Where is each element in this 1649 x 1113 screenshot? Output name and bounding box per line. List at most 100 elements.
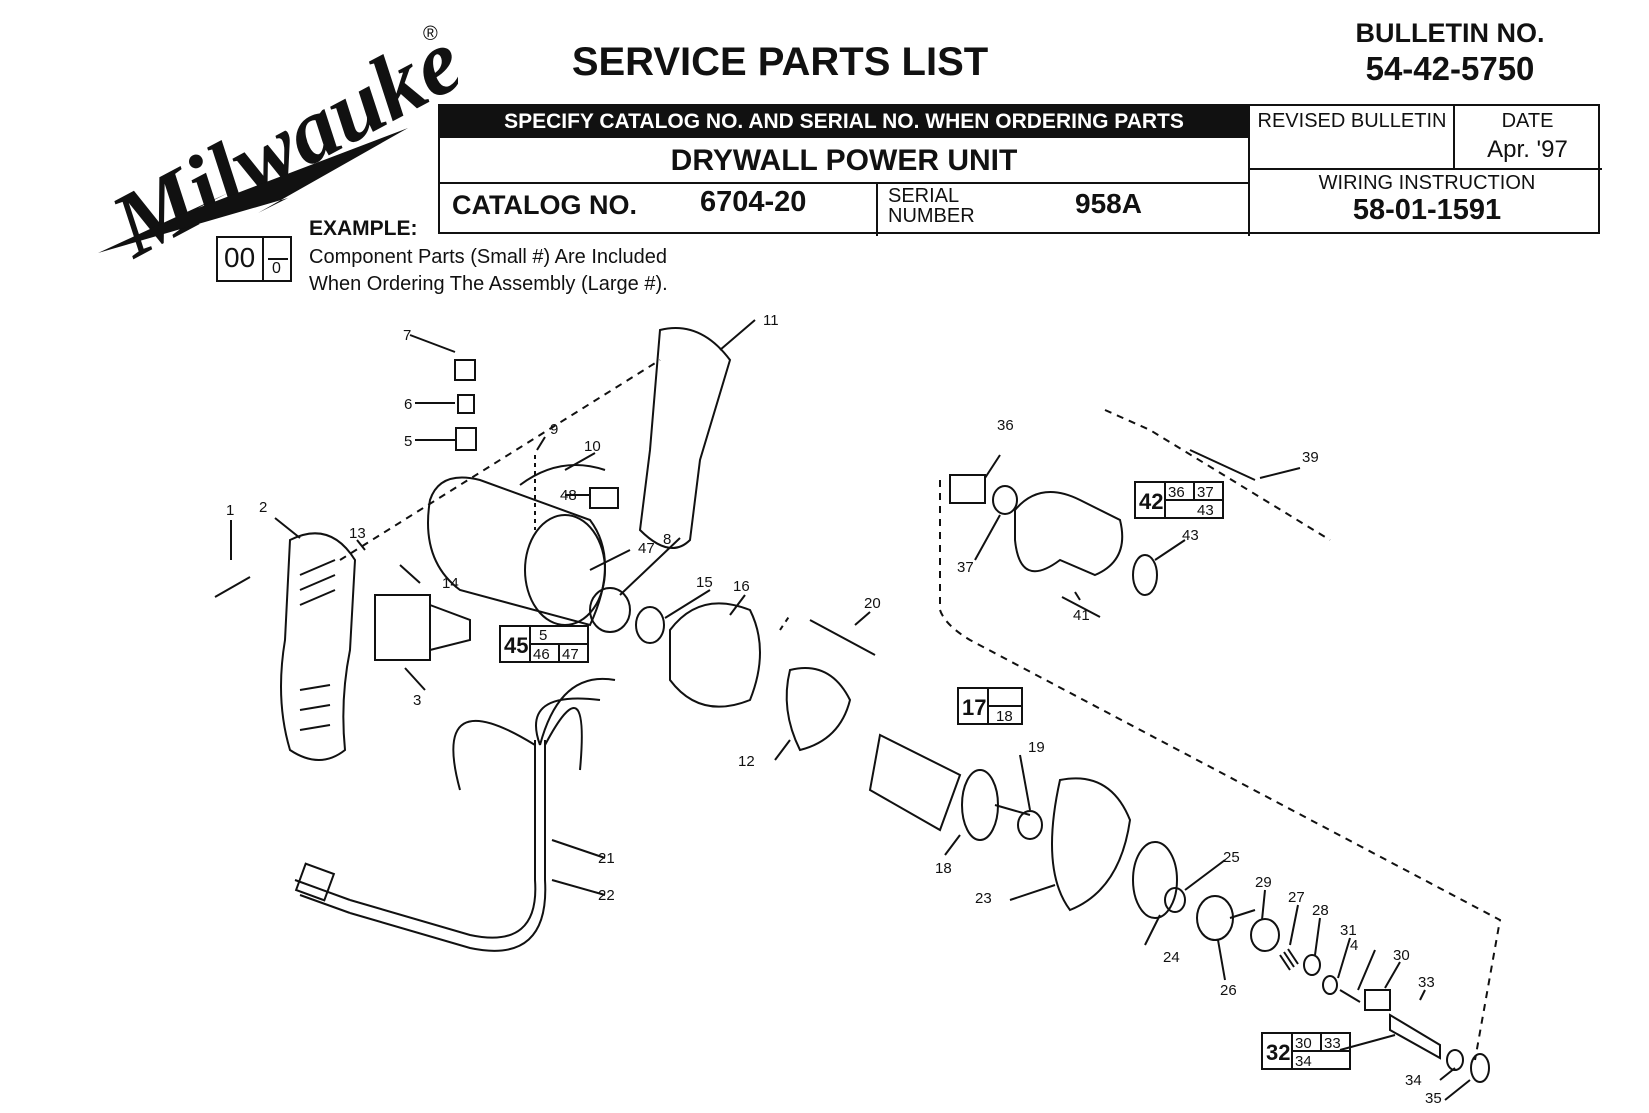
date-label: DATE bbox=[1501, 110, 1554, 132]
assembly-32 bbox=[1261, 1032, 1351, 1070]
screw-icon bbox=[1189, 449, 1256, 481]
part-label-5: 5 bbox=[404, 433, 412, 450]
assembly-45-part: 46 bbox=[533, 646, 550, 663]
part-label-1: 1 bbox=[226, 502, 234, 519]
divider bbox=[876, 184, 878, 236]
divider bbox=[1453, 106, 1455, 168]
part-label-3: 3 bbox=[413, 692, 421, 709]
bearing-icon bbox=[1322, 975, 1338, 995]
bearing-icon bbox=[949, 474, 986, 504]
assembly-17 bbox=[957, 687, 1023, 725]
part-label-24: 24 bbox=[1163, 949, 1180, 966]
wiring-instruction-label: WIRING INSTRUCTION bbox=[1318, 172, 1536, 194]
switch-trigger-icon bbox=[429, 604, 471, 651]
part-label-14: 14 bbox=[442, 575, 459, 592]
part-label-28: 28 bbox=[1312, 902, 1329, 919]
assembly-17-part: 18 bbox=[996, 708, 1013, 725]
handle-cover-icon bbox=[638, 327, 732, 549]
assembly-45 bbox=[499, 625, 589, 663]
part-label-11: 11 bbox=[763, 312, 779, 329]
retaining-ring-icon bbox=[1470, 1053, 1490, 1083]
product-name: DRYWALL POWER UNIT bbox=[440, 138, 1248, 184]
date-value: Apr. '97 bbox=[1487, 136, 1568, 163]
cord-icon bbox=[349, 740, 547, 952]
assembly-42-number: 42 bbox=[1139, 489, 1163, 514]
assembly-42 bbox=[1134, 481, 1224, 519]
screw-icon bbox=[1061, 596, 1101, 618]
assembly-45-part: 47 bbox=[562, 646, 579, 663]
part-label-34: 34 bbox=[1405, 1072, 1422, 1089]
part-label-9: 9 bbox=[550, 421, 558, 438]
part-label-18: 18 bbox=[935, 860, 952, 877]
revised-bulletin-label: REVISED BULLETIN bbox=[1257, 110, 1447, 132]
part-label-41: 41 bbox=[1073, 607, 1090, 624]
part-label-12: 12 bbox=[738, 753, 755, 770]
part-label-48: 48 bbox=[560, 487, 577, 504]
part-label-15: 15 bbox=[696, 574, 713, 591]
handle-icon bbox=[280, 532, 357, 761]
part-label-6: 6 bbox=[404, 396, 412, 413]
example-label: EXAMPLE: bbox=[309, 217, 418, 240]
serial-label-line1: SERIAL bbox=[888, 185, 960, 207]
wiring-instruction-number: 58-01-1591 bbox=[1352, 194, 1502, 226]
catalog-number: 6704-20 bbox=[700, 186, 807, 218]
brush-icon bbox=[457, 394, 475, 414]
divider bbox=[262, 238, 264, 280]
part-label-2: 2 bbox=[259, 499, 267, 516]
handle-grip-icon bbox=[299, 684, 331, 731]
brush-cap-icon bbox=[454, 359, 476, 381]
baffle-icon bbox=[519, 464, 606, 486]
example-box: 00 0 bbox=[216, 236, 292, 282]
guide-line bbox=[939, 480, 1502, 1061]
part-label-20: 20 bbox=[864, 595, 881, 612]
example-line1: Component Parts (Small #) Are Included bbox=[309, 246, 667, 268]
armature-icon bbox=[868, 733, 962, 832]
terminal-block-icon bbox=[589, 487, 619, 509]
part-label-39: 39 bbox=[1302, 449, 1319, 466]
example-line2: When Ordering The Assembly (Large #). bbox=[309, 273, 668, 295]
registered-mark: ® bbox=[423, 23, 438, 45]
page-title: SERVICE PARTS LIST bbox=[571, 40, 989, 84]
guide-line bbox=[339, 359, 661, 561]
assembly-42-part: 37 bbox=[1197, 484, 1214, 501]
bearing-icon bbox=[1017, 810, 1043, 840]
cord-icon bbox=[349, 740, 537, 939]
part-label-19: 19 bbox=[1028, 739, 1045, 756]
assembly-32-part: 34 bbox=[1295, 1053, 1312, 1070]
assembly-42-part: 36 bbox=[1168, 484, 1185, 501]
part-label-35: 35 bbox=[1425, 1090, 1442, 1107]
milwaukee-logo: Milwaukee ® bbox=[94, 18, 458, 268]
housing-opening-icon bbox=[524, 514, 606, 626]
gear-shaft-icon bbox=[1229, 909, 1256, 919]
assembly-32-part: 33 bbox=[1324, 1035, 1341, 1052]
assembly-32-number: 32 bbox=[1266, 1040, 1290, 1065]
assembly-42-part: 43 bbox=[1197, 502, 1214, 519]
lightning-bolt-icon bbox=[98, 128, 408, 253]
assembly-17-number: 17 bbox=[962, 695, 986, 720]
bulletin-number: 54-42-5750 bbox=[1365, 50, 1535, 87]
part-label-29: 29 bbox=[1255, 874, 1272, 891]
screw-icon bbox=[214, 576, 251, 598]
part-label-21: 21 bbox=[598, 850, 615, 867]
assembly-32-part: 30 bbox=[1295, 1035, 1312, 1052]
part-label-27: 27 bbox=[1288, 889, 1305, 906]
assembly-45-number: 45 bbox=[504, 633, 528, 658]
field-coil-icon bbox=[669, 602, 761, 708]
divider bbox=[1248, 106, 1250, 236]
part-label-25: 25 bbox=[1223, 849, 1240, 866]
order-notice: SPECIFY CATALOG NO. AND SERIAL NO. WHEN … bbox=[440, 106, 1248, 138]
serial-number: 958A bbox=[1075, 188, 1142, 219]
bulletin-label: BULLETIN NO. bbox=[1355, 18, 1545, 48]
armature-fan-icon bbox=[961, 769, 999, 841]
part-label-16: 16 bbox=[733, 578, 750, 595]
part-label-36: 36 bbox=[997, 417, 1014, 434]
lead-wires-icon bbox=[452, 677, 616, 791]
brush-holder-icon bbox=[455, 427, 477, 451]
assembly-45-part: 5 bbox=[539, 627, 547, 644]
serial-label-line2: NUMBER bbox=[888, 205, 975, 227]
washer-icon bbox=[1303, 954, 1321, 976]
washer-icon bbox=[992, 485, 1018, 515]
nose-piece-icon bbox=[1014, 491, 1124, 577]
bearing-icon bbox=[635, 606, 665, 644]
exploded-parts-diagram: 1 2 3 4 5 6 7 8 9 10 11 12 13 14 15 16 1… bbox=[214, 312, 1502, 1107]
